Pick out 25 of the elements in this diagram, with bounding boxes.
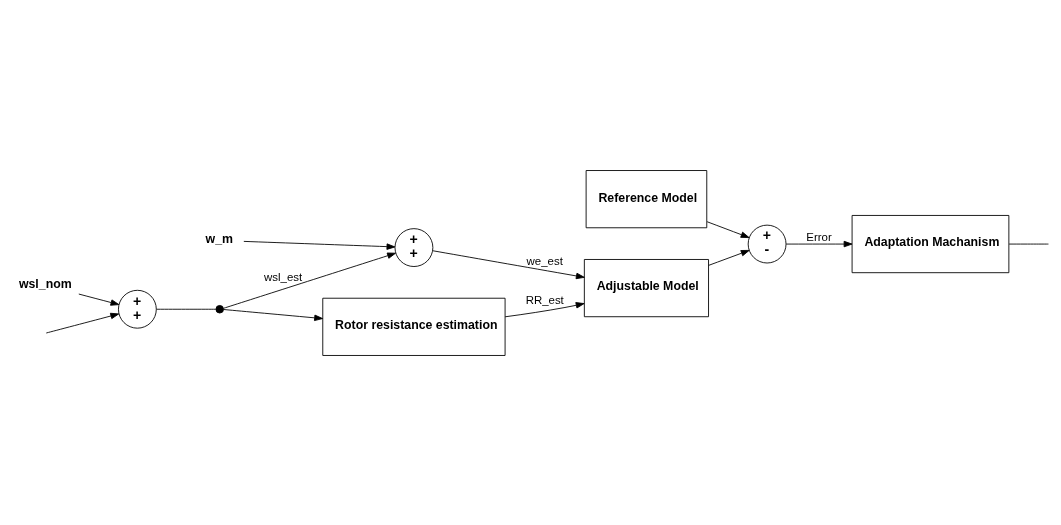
arrow: [432, 249, 585, 279]
node-box: Reference Model: [585, 169, 708, 228]
arrow: [708, 249, 750, 266]
edge-label: RR_est: [525, 293, 564, 306]
edge-label: Error: [806, 230, 832, 243]
node-circle: [215, 304, 224, 313]
arrow: [706, 220, 750, 238]
edge-label: wsl_est: [264, 270, 303, 283]
arrow: [223, 308, 323, 321]
edge-label: we_est: [526, 254, 563, 267]
node-text: w_m: [205, 231, 234, 246]
arrow: [223, 252, 396, 309]
node-circle: + +: [118, 289, 157, 329]
node-circle: + +: [394, 227, 434, 267]
arrow: [504, 301, 585, 317]
arrow: [78, 293, 120, 306]
arrow: [785, 240, 853, 247]
node-box: Adjustable Model: [583, 258, 709, 317]
connector: [156, 308, 217, 310]
node-circle: + -: [747, 224, 787, 263]
arrow: [45, 312, 120, 333]
arrow: [243, 240, 396, 250]
node-text: wsl_nom: [18, 276, 72, 291]
node-box: Rotor resistance estimation: [322, 297, 506, 356]
node-box: Adaptation Machanism: [851, 214, 1010, 273]
